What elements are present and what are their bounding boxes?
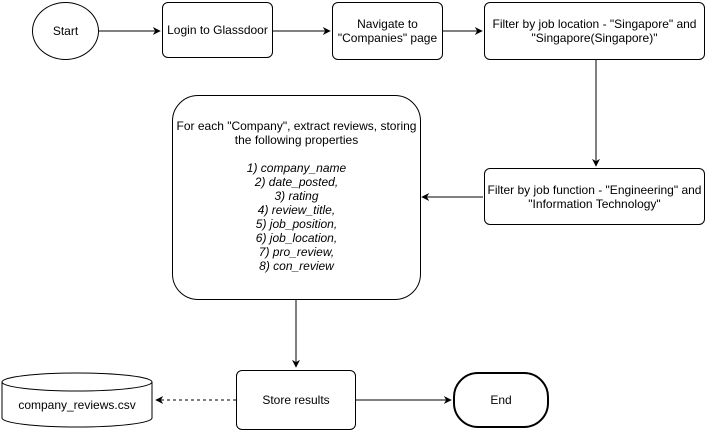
filter-function-node-label: Filter by job function - "Engineering" a… — [487, 182, 702, 211]
end-node-label: End — [490, 393, 512, 407]
csv-datastore-label: company_reviews.csv — [18, 398, 136, 412]
store-results-node-label: Store results — [262, 393, 330, 407]
extract-properties-list: 1) company_name 2) date_posted, 3) ratin… — [247, 161, 346, 273]
property-item: 7) pro_review, — [258, 245, 335, 259]
filter-location-node-label: Filter by job location - "Singapore" and… — [492, 17, 697, 45]
property-item: 8) con_review — [259, 259, 334, 273]
property-item: 1) company_name — [246, 161, 347, 175]
property-item: 2) date_posted, — [254, 175, 339, 189]
property-item: 6) job_location, — [255, 231, 338, 245]
end-node[interactable]: End — [453, 372, 549, 428]
start-node-label: Start — [52, 24, 79, 38]
extract-intro-text: For each "Company", extract reviews, sto… — [176, 119, 417, 147]
filter-function-node[interactable]: Filter by job function - "Engineering" a… — [484, 168, 705, 225]
login-node[interactable]: Login to Glassdoor — [162, 2, 273, 58]
navigate-node-label: Navigate to "Companies" page — [337, 17, 438, 45]
start-node[interactable]: Start — [32, 2, 99, 60]
navigate-node[interactable]: Navigate to "Companies" page — [332, 2, 443, 60]
property-item: 5) job_position, — [255, 217, 338, 231]
filter-location-node[interactable]: Filter by job location - "Singapore" and… — [484, 2, 705, 60]
property-item: 3) rating — [274, 189, 319, 203]
login-node-label: Login to Glassdoor — [167, 23, 268, 37]
extract-reviews-node[interactable]: For each "Company", extract reviews, sto… — [172, 95, 421, 300]
property-item: 4) review_title, — [257, 203, 336, 217]
csv-datastore-shape — [1, 372, 153, 428]
store-results-node[interactable]: Store results — [236, 370, 356, 430]
csv-datastore-node[interactable]: company_reviews.csv — [0, 370, 154, 430]
